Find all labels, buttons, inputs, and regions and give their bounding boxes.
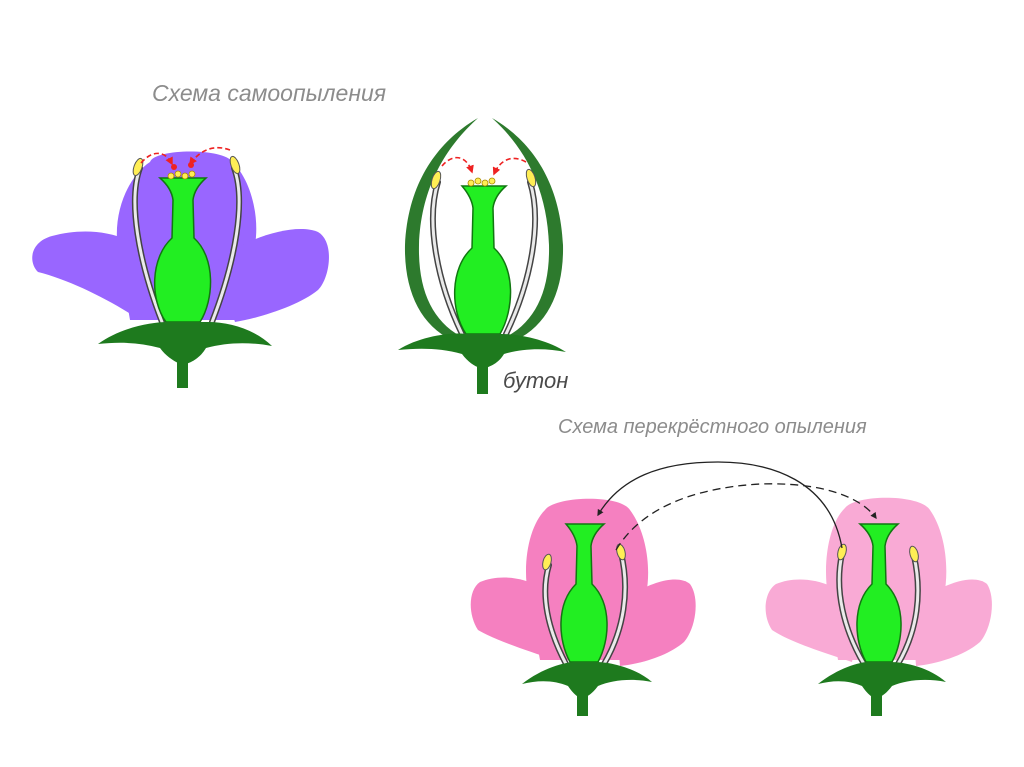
pistil — [560, 523, 608, 663]
pollen-grains — [467, 177, 496, 187]
pollen-arrow-icon — [492, 157, 527, 176]
pollen-arrow-icon — [189, 146, 231, 166]
left-sepal — [404, 118, 478, 340]
pistil — [453, 185, 512, 335]
stamens — [836, 551, 921, 667]
anther-icon — [909, 545, 919, 563]
stem — [871, 690, 882, 716]
sepals — [98, 322, 272, 364]
cross-pollination-title: Схема перекрёстного опыления — [558, 416, 867, 438]
right-petal — [215, 228, 329, 322]
pink-flower-right — [765, 497, 992, 716]
self-pollination-title: Схема самоопыления — [152, 80, 387, 106]
anther-icon — [430, 170, 442, 190]
anther-icon — [525, 168, 537, 188]
pollen-arrow-icon — [140, 152, 173, 166]
stamens — [131, 165, 243, 325]
anther-icon — [837, 543, 847, 561]
sepals — [522, 662, 652, 698]
anther-icon — [229, 155, 241, 175]
stamens — [429, 179, 539, 337]
left-petal — [470, 577, 565, 660]
anther-icon — [132, 157, 144, 177]
sepals — [818, 662, 946, 698]
sepals — [398, 333, 566, 368]
stamens — [542, 550, 629, 667]
stem — [477, 360, 488, 394]
pollen-arrow-icon — [615, 483, 877, 551]
bud-label: бутон — [503, 368, 569, 393]
pollen-grains — [167, 170, 196, 180]
stem — [577, 690, 588, 716]
purple-flower — [32, 146, 329, 388]
pink-flower-left — [470, 498, 696, 716]
right-petal — [615, 579, 696, 666]
right-sepal — [492, 118, 564, 340]
right-petal — [912, 579, 992, 666]
stem — [177, 356, 188, 388]
anther-icon — [542, 553, 552, 571]
pollen-arrow-icon — [597, 461, 843, 549]
bud-flower — [398, 118, 566, 394]
pistil — [856, 523, 902, 663]
left-petal — [32, 231, 160, 320]
pollen-arrow-icon — [441, 156, 474, 174]
